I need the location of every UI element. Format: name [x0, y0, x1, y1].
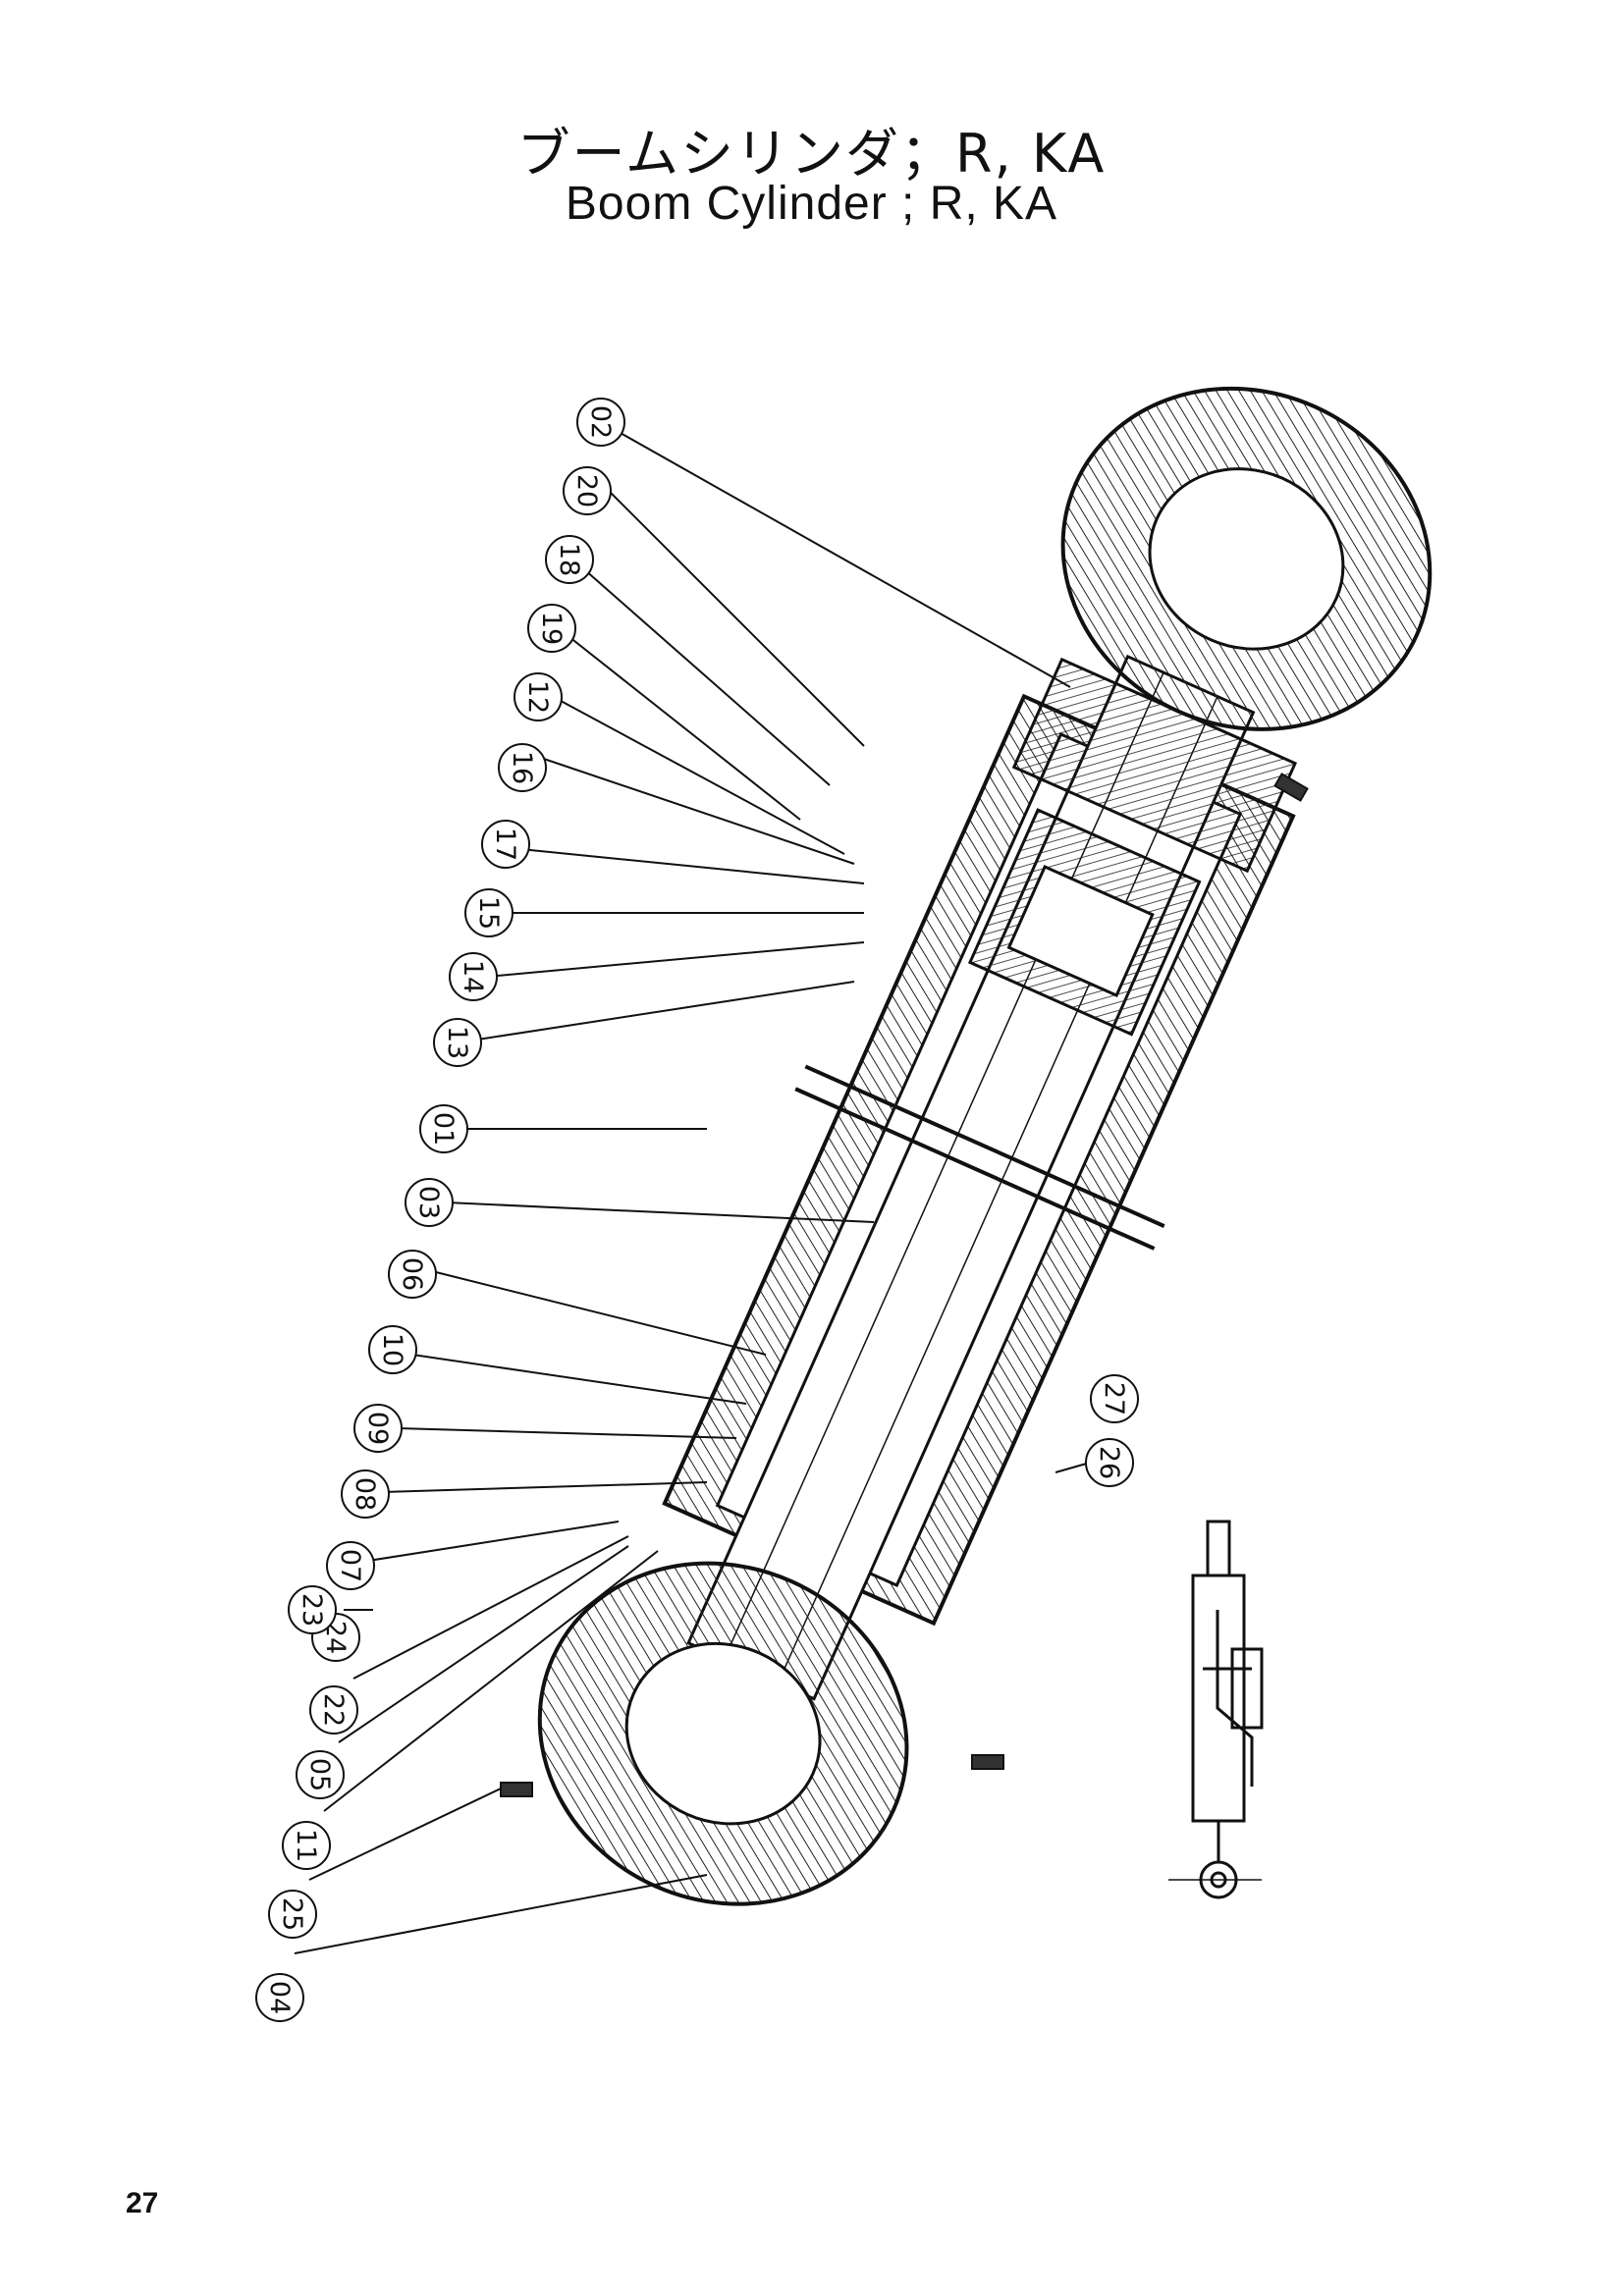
svg-text:18: 18 — [554, 543, 584, 576]
callout-25: 25 — [268, 1890, 317, 1939]
svg-text:01: 01 — [428, 1112, 459, 1146]
inset-detail-drawing — [1168, 1520, 1264, 1899]
svg-text:03: 03 — [413, 1186, 444, 1219]
svg-text:19: 19 — [536, 612, 567, 645]
svg-text:14: 14 — [458, 960, 488, 993]
svg-text:23: 23 — [297, 1593, 327, 1627]
callout-27: 27 — [1090, 1374, 1139, 1423]
callout-01: 01 — [419, 1104, 468, 1153]
svg-text:02: 02 — [585, 405, 616, 439]
page-number: 27 — [126, 2187, 159, 2219]
title-english: Boom Cylinder ; R, KA — [565, 178, 1058, 230]
svg-text:16: 16 — [507, 751, 537, 784]
svg-text:15: 15 — [473, 896, 504, 930]
callout-02: 02 — [576, 398, 625, 447]
callout-18: 18 — [545, 535, 594, 584]
cylinder-assembly — [537, 386, 1433, 1906]
svg-text:13: 13 — [442, 1026, 472, 1059]
callout-26: 26 — [1085, 1438, 1134, 1487]
callout-05: 05 — [296, 1750, 345, 1799]
svg-text:04: 04 — [264, 1981, 295, 2014]
svg-text:07: 07 — [335, 1549, 365, 1582]
callout-23: 23 — [288, 1585, 337, 1634]
svg-text:10: 10 — [377, 1333, 407, 1366]
leader-lines — [294, 431, 1091, 1954]
callout-22: 22 — [309, 1685, 358, 1735]
svg-text:17: 17 — [490, 828, 520, 861]
svg-text:09: 09 — [362, 1412, 393, 1445]
callout-06: 06 — [388, 1250, 437, 1299]
svg-text:11: 11 — [291, 1829, 321, 1862]
callout-11: 11 — [282, 1821, 331, 1870]
callout-03: 03 — [405, 1178, 454, 1227]
callout-19: 19 — [527, 604, 576, 653]
callout-04: 04 — [255, 1973, 304, 2022]
callout-20: 20 — [563, 466, 612, 515]
svg-text:05: 05 — [304, 1758, 335, 1791]
callout-13: 13 — [433, 1018, 482, 1067]
callout-16: 16 — [498, 743, 547, 792]
callout-08: 08 — [341, 1469, 390, 1519]
svg-text:27: 27 — [1099, 1382, 1129, 1415]
callout-07: 07 — [326, 1541, 375, 1590]
svg-text:08: 08 — [350, 1477, 380, 1511]
callout-15: 15 — [464, 888, 514, 937]
grease-fitting-icon — [500, 773, 1309, 1797]
svg-text:25: 25 — [277, 1897, 307, 1931]
callout-10: 10 — [368, 1325, 417, 1374]
svg-text:12: 12 — [522, 680, 553, 714]
callout-09: 09 — [353, 1404, 403, 1453]
svg-text:20: 20 — [571, 474, 602, 507]
svg-text:06: 06 — [397, 1257, 427, 1291]
callout-17: 17 — [481, 820, 530, 869]
svg-text:26: 26 — [1094, 1446, 1124, 1479]
title-japanese: ブームシリンダ；R, KA — [516, 123, 1107, 185]
svg-text:22: 22 — [318, 1693, 349, 1727]
callout-labels: 02 20 18 19 12 16 17 15 14 13 01 03 06 1… — [255, 398, 1139, 2022]
callout-12: 12 — [514, 672, 563, 721]
callout-14: 14 — [449, 952, 498, 1001]
